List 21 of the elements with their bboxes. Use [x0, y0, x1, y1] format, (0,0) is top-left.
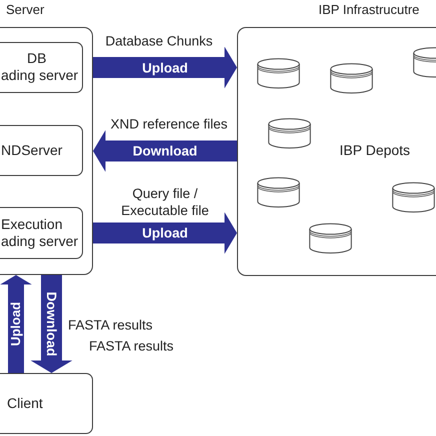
arrow-caption: FASTA results: [89, 338, 174, 354]
block-arrow: [30, 275, 72, 373]
node-box: [0, 373, 93, 434]
region-label: IBP Depots: [340, 142, 410, 158]
box-label: Execution ading server: [0, 216, 80, 250]
node-box: [0, 124, 83, 176]
box-label: DB ading server: [0, 50, 80, 84]
group-title: IBP Infrastrucutre: [318, 2, 420, 18]
arrow-caption: Query file / Executable file: [120, 185, 210, 219]
edge-label: Upload: [8, 300, 24, 348]
node-box: [0, 42, 83, 92]
arrow-caption: XND reference files: [110, 116, 228, 132]
arrow-caption: FASTA results: [68, 316, 153, 334]
box-label: Client: [6, 395, 43, 412]
block-arrow: [93, 130, 237, 172]
block-arrow: [93, 46, 237, 88]
arrow-caption: Database Chunks: [105, 32, 213, 50]
block-arrow: [93, 212, 237, 254]
group-title: Server: [6, 2, 44, 18]
box-label: NDServer: [0, 142, 62, 158]
node-box: [0, 206, 83, 258]
